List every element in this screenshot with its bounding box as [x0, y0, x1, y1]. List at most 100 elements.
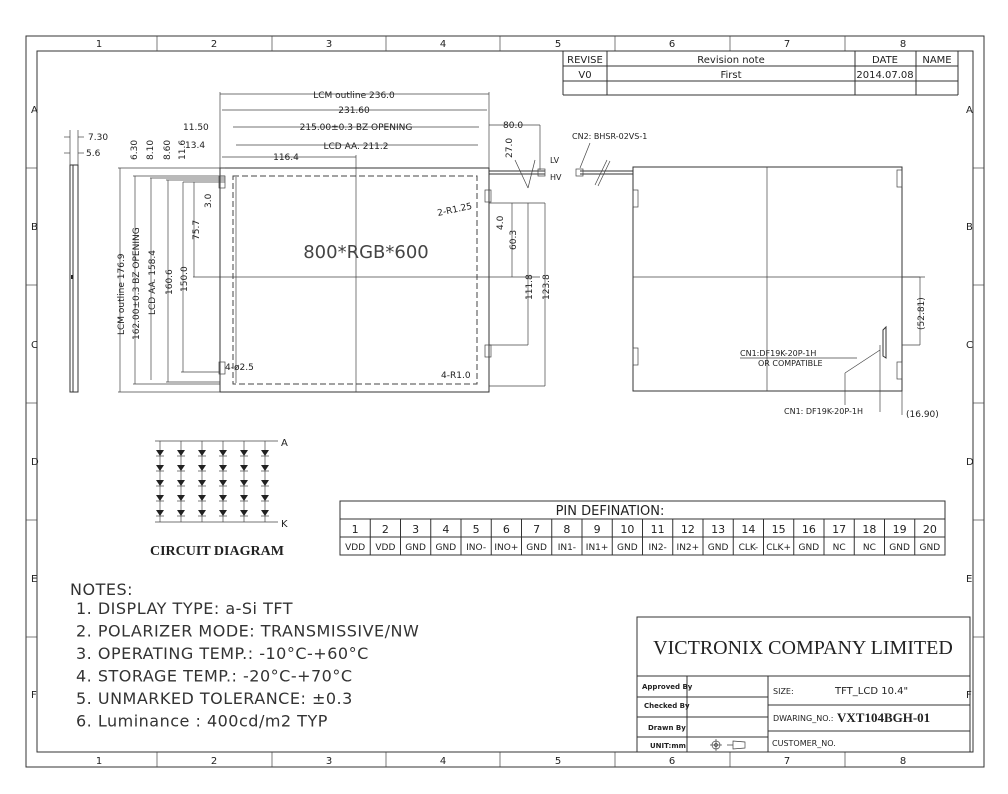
dim-lcm-outline-width: LCM outline 236.0	[313, 91, 395, 101]
led-icon	[177, 510, 185, 516]
title-block: VICTRONIX COMPANY LIMITED Approved By Ch…	[636, 616, 971, 753]
zone-row-label: E	[31, 574, 37, 585]
date-value: 2014.07.08	[856, 70, 913, 81]
cn1-label: CN1: DF19K-20P-1H	[784, 407, 863, 416]
pin-number: 19	[893, 523, 907, 536]
pin-name: INO-	[466, 543, 486, 553]
led-icon	[261, 450, 269, 456]
pin-number: 11	[651, 523, 665, 536]
dim-8-10: 8.10	[146, 140, 156, 160]
pin-name: IN2-	[648, 543, 666, 553]
dim-231-60: 231.60	[338, 106, 370, 116]
led-icon	[156, 450, 164, 456]
front-view: LCM outline 236.0 231.60 215.00±0.3 BZ O…	[117, 91, 562, 393]
dim-111-8: 111.8	[525, 274, 535, 300]
zone-column-label: 5	[555, 39, 561, 50]
drawing-no-label: DWARING_NO.:	[773, 714, 833, 723]
pin-number: 16	[802, 523, 816, 536]
pin-name: GND	[436, 543, 457, 553]
led-icon	[198, 465, 206, 471]
resolution-label: 800*RGB*600	[303, 242, 429, 263]
led-icon	[198, 480, 206, 486]
approved-by-label: Approved By	[642, 683, 693, 691]
led-icon	[219, 510, 227, 516]
anode-label: A	[281, 438, 288, 449]
unit-label: UNIT:mm	[650, 742, 686, 750]
zone-column-label: 4	[440, 756, 446, 767]
company-name: VICTRONIX COMPANY LIMITED	[653, 637, 953, 659]
zone-column-label: 1	[96, 756, 102, 767]
dim-116-4: 116.4	[273, 153, 299, 163]
dim-bz-opening-height: 162.00±0.3 BZ OPENING	[132, 227, 142, 340]
cn1-compatible-note: OR COMPATIBLE	[758, 359, 823, 368]
dim-75-7: 75.7	[192, 220, 202, 240]
revision-note-value: First	[720, 70, 741, 81]
led-icon	[261, 465, 269, 471]
pin-number: 17	[832, 523, 846, 536]
led-icon	[261, 495, 269, 501]
led-icon	[198, 495, 206, 501]
drawn-by-label: Drawn By	[648, 724, 686, 732]
pin-name: VDD	[345, 543, 365, 553]
led-icon	[177, 480, 185, 486]
zone-column-label: 2	[211, 39, 217, 50]
pin-name: NC	[863, 543, 876, 553]
pin-name: GND	[799, 543, 820, 553]
date-header: DATE	[872, 55, 898, 66]
led-icon	[219, 480, 227, 486]
pin-name: NC	[833, 543, 846, 553]
dim-60-3: 60.3	[509, 230, 519, 250]
cn1-note: CN1:DF19K-20P-1H	[740, 349, 816, 358]
led-icon	[198, 510, 206, 516]
led-icon	[156, 495, 164, 501]
circuit-diagram-title: CIRCUIT DIAGRAM	[150, 544, 284, 559]
zone-column-label: 3	[326, 756, 332, 767]
zone-column-label: 3	[326, 39, 332, 50]
note-item: 6. Luminance : 400cd/m2 TYP	[76, 712, 328, 731]
note-item: 2. POLARIZER MODE: TRANSMISSIVE/NW	[76, 622, 419, 641]
pin-number: 14	[741, 523, 755, 536]
pin-name: CLK+	[766, 543, 791, 553]
circuit-diagram: A K CIRCUIT DIAGRAM	[150, 438, 288, 559]
zone-row-label: C	[31, 340, 38, 351]
zone-column-label: 6	[669, 756, 675, 767]
pin-number: 1	[352, 523, 359, 536]
led-icon	[219, 495, 227, 501]
pin-number: 6	[503, 523, 510, 536]
dim-160-6: 160.6	[165, 269, 175, 295]
led-icon	[156, 465, 164, 471]
zone-row-label: B	[31, 222, 38, 233]
drawing-no-value: VXT104BGH-01	[837, 710, 930, 725]
pin-name: GND	[920, 543, 941, 553]
side-view: 7.30 5.6	[64, 130, 108, 393]
led-icon	[156, 480, 164, 486]
dim-lcd-aa-height: LCD AA. 158.4	[148, 250, 158, 315]
pin-number: 4	[442, 523, 449, 536]
dim-123-8: 123.8	[542, 274, 552, 300]
pin-number: 18	[862, 523, 876, 536]
note-item: 4. STORAGE TEMP.: -20°C-+70°C	[76, 667, 353, 686]
zone-row-label: C	[966, 340, 973, 351]
led-icon	[261, 480, 269, 486]
note-item: 5. UNMARKED TOLERANCE: ±0.3	[76, 689, 353, 708]
led-icon	[240, 480, 248, 486]
led-icon	[198, 450, 206, 456]
pin-name: GND	[708, 543, 729, 553]
pin-definition-table: PIN DEFINATION: 1VDD2VDD3GND4GND5INO-6IN…	[339, 500, 946, 556]
dim-11-6: 11.6	[178, 140, 188, 160]
pin-number: 7	[533, 523, 540, 536]
lv-label: LV	[550, 156, 560, 165]
zone-row-label: A	[966, 105, 973, 116]
pin-number: 20	[923, 523, 937, 536]
led-icon	[177, 450, 185, 456]
notes-title: NOTES:	[70, 580, 133, 599]
pin-name: CLK-	[739, 543, 759, 553]
led-icon	[261, 510, 269, 516]
dim-5-6: 5.6	[86, 149, 101, 159]
zone-row-label: E	[966, 574, 972, 585]
dim-150-0: 150.0	[180, 266, 190, 292]
dim-r1-25: 2-R1.25	[437, 202, 474, 219]
pin-number: 2	[382, 523, 389, 536]
cathode-label: K	[281, 519, 288, 530]
zone-row-label: D	[31, 457, 39, 468]
